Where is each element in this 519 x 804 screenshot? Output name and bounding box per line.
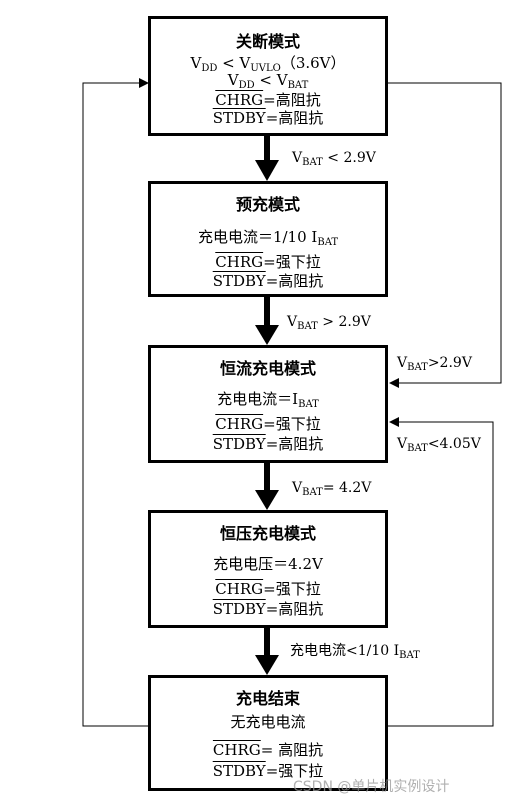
transition-label-3: VBAT= 4.2V: [292, 480, 372, 498]
box-precharge-mode: 预充模式 充电电流＝1/10 IBAT CHRG=强下拉 STDBY=高阻抗: [148, 181, 388, 297]
down-arrow-3: [255, 463, 279, 510]
loop-right-lower-line: [386, 417, 494, 727]
loop-left-line: [82, 78, 150, 727]
box-done-title: 充电结束: [235, 689, 300, 708]
box-done-stdby: STDBY=强下拉: [212, 762, 324, 780]
box-done-current: 无充电电流: [230, 713, 306, 731]
box-shutdown-mode: 关断模式 VDD < VUVLO（3.6V） VDD < VBAT CHRG=高…: [148, 16, 388, 136]
box-cv-voltage: 充电电压＝4.2V: [213, 555, 323, 573]
box-precharge-title: 预充模式: [235, 195, 300, 214]
loop-right-upper-line: [386, 82, 502, 388]
down-arrow-4: [255, 627, 279, 675]
transition-label-4: 充电电流<1/10 IBAT: [290, 643, 420, 661]
watermark: CSDN @单片机实例设计: [293, 779, 450, 795]
box-cc-current: 充电电流＝IBAT: [217, 390, 319, 410]
box-cc-title: 恒流充电模式: [219, 359, 316, 378]
down-arrow-1: [255, 135, 279, 181]
box-cc-stdby: STDBY=高阻抗: [212, 435, 324, 453]
box-shutdown-line-vdd-uvlo: VDD < VUVLO（3.6V）: [190, 54, 346, 74]
box-shutdown-stdby: STDBY=高阻抗: [212, 109, 324, 127]
box-cv-chrg: CHRG=强下拉: [215, 580, 321, 598]
box-precharge-stdby: STDBY=高阻抗: [212, 272, 324, 290]
box-cv-title: 恒压充电模式: [219, 524, 316, 543]
box-precharge-current: 充电电流＝1/10 IBAT: [197, 228, 339, 248]
box-shutdown-line-vdd-vbat: VDD < VBAT: [227, 71, 309, 91]
transition-label-1: VBAT < 2.9V: [292, 150, 376, 168]
box-shutdown-chrg: CHRG=高阻抗: [215, 91, 321, 109]
box-cv-stdby: STDBY=高阻抗: [212, 600, 324, 618]
box-constant-current-mode: 恒流充电模式 充电电流＝IBAT CHRG=强下拉 STDBY=高阻抗: [148, 345, 388, 463]
box-charge-done: 充电结束 无充电电流 CHRG= 高阻抗 STDBY=强下拉: [148, 675, 388, 791]
box-cc-chrg: CHRG=强下拉: [215, 415, 321, 433]
transition-label-2: VBAT > 2.9V: [287, 314, 371, 332]
transition-label-right-2: VBAT<4.05V: [397, 436, 481, 454]
box-precharge-chrg: CHRG=强下拉: [215, 253, 321, 271]
box-done-chrg: CHRG= 高阻抗: [212, 741, 324, 759]
box-constant-voltage-mode: 恒压充电模式 充电电压＝4.2V CHRG=强下拉 STDBY=高阻抗: [148, 510, 388, 628]
box-shutdown-title: 关断模式: [235, 32, 300, 51]
transition-label-right-1: VBAT>2.9V: [397, 355, 472, 373]
down-arrow-2: [255, 296, 279, 345]
